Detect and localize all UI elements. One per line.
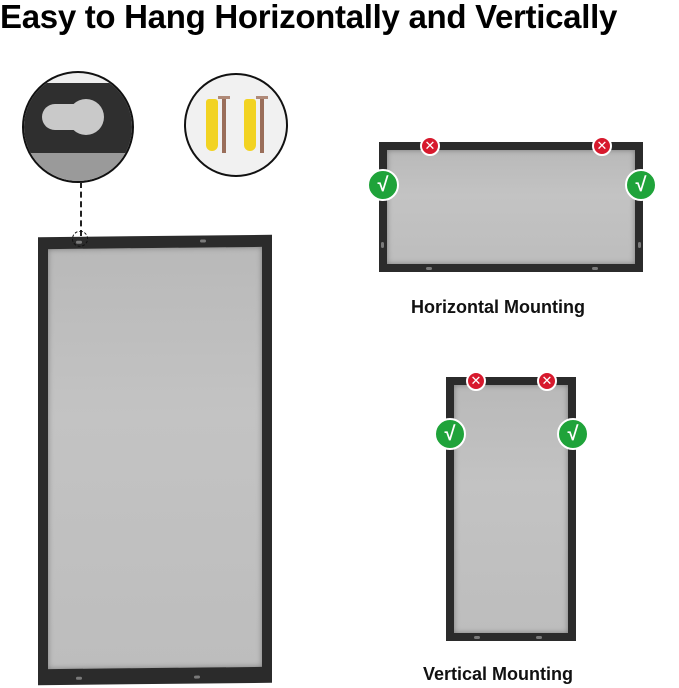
cross-icon: ✕ (466, 371, 486, 391)
glass-panel (48, 246, 262, 670)
check-icon: √ (625, 169, 657, 201)
horizontal-caption: Horizontal Mounting (411, 297, 585, 317)
cross-icon: ✕ (592, 136, 612, 156)
check-icon: √ (557, 418, 589, 450)
horizontal-frame (379, 142, 643, 272)
keyhole-closeup (22, 71, 134, 183)
check-icon: √ (367, 169, 399, 201)
vertical-caption: Vertical Mounting (423, 664, 574, 684)
vertical-frame (446, 377, 576, 641)
callout-line (80, 182, 82, 236)
cross-icon: ✕ (537, 371, 557, 391)
wall-anchor-icon (244, 99, 256, 151)
screw-icon (222, 97, 226, 153)
page-title: Easy to Hang Horizontally and Vertically (0, 0, 618, 35)
check-icon: √ (434, 418, 466, 450)
large-frame (38, 230, 272, 686)
screw-icon (260, 97, 264, 153)
hardware-closeup (184, 73, 288, 177)
cross-icon: ✕ (420, 136, 440, 156)
wall-anchor-icon (206, 99, 218, 151)
